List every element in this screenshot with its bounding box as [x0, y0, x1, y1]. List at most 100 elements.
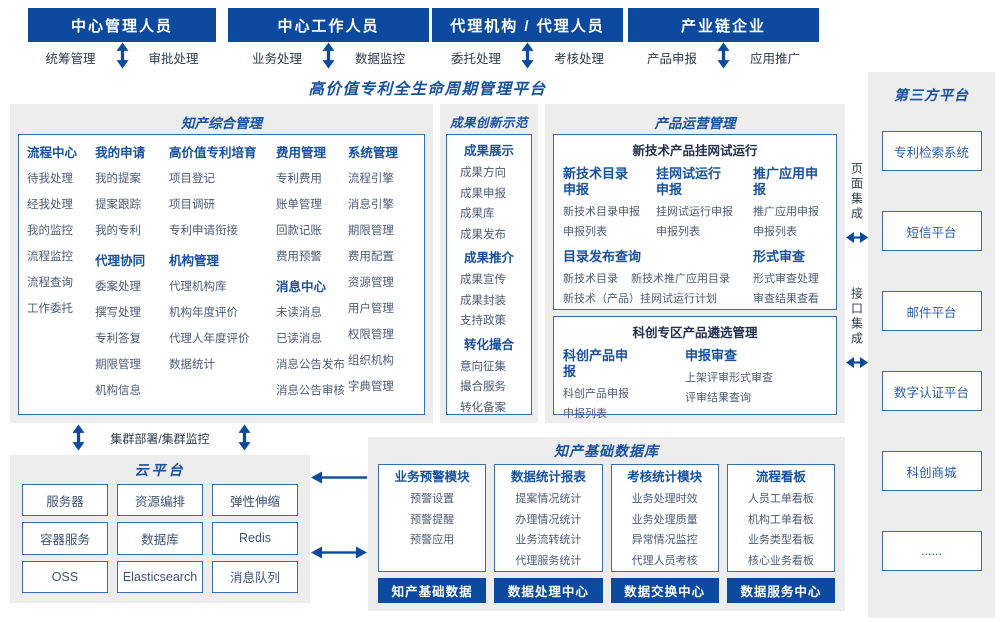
module-group-header: 新技术目录申报	[563, 166, 629, 197]
module-item: 期限管理	[347, 225, 394, 237]
module-item: 异常情况监控	[631, 534, 698, 546]
ip-columns: 流程中心 待我处理经我处理我的监控流程监控流程查询工作委托 我的申请 我的提案提…	[19, 135, 424, 414]
vertical-double-arrow-icon	[238, 424, 251, 451]
role-group: 代理机构 / 代理人员 委托处理 考核处理	[432, 8, 623, 72]
module-group-header: 转化撮合	[463, 337, 514, 352]
database-center-bar: 数据交换中心	[610, 578, 719, 603]
module-group: 消息中心 未读消息已读消息消息公告发布消息公告审核	[276, 274, 348, 404]
role-labels: 委托处理 考核处理	[432, 42, 623, 72]
module-item: 预警应用	[410, 534, 455, 546]
module-item: 成果发布	[460, 228, 506, 241]
trial-grid: 新技术目录申报 新技术目录申报申报列表 挂网试运行申报 挂网试运行申报申报列表 …	[554, 159, 836, 309]
vertical-double-arrow-icon	[521, 42, 534, 68]
module-item: 提案情况统计	[515, 493, 582, 505]
module-item: 项目调研	[168, 199, 215, 211]
module-item: 新技术推广应用目录	[631, 273, 730, 285]
module-group-header: 费用管理	[275, 146, 326, 160]
cloud-service-box: OSS	[22, 560, 108, 593]
module-item: 专利答复	[95, 333, 142, 345]
interface-integration-block: 接口集成	[845, 287, 869, 369]
module-item: 成果封装	[460, 294, 506, 307]
module-item: 我的提案	[95, 173, 142, 185]
cloud-service-box: Elasticsearch	[117, 560, 203, 593]
module-group: 成果推介 成果宣传成果封装支持政策	[447, 247, 531, 332]
module-item: 代理机构库	[168, 281, 227, 293]
cloud-service-box: 服务器	[22, 484, 108, 517]
ip-column: 我的申请 我的提案提案跟踪我的专利 代理协同 委案处理撰写处理专利答复期限管理机…	[95, 140, 169, 409]
module-group-header: 业务预警模块	[394, 470, 470, 484]
module-group-header: 形式审查	[753, 249, 806, 264]
module-item: 推广应用申报	[753, 206, 819, 218]
module-group-header: 科创产品申报	[563, 348, 629, 379]
form-review-group: 形式审查 形式审查处理审查结果查看	[753, 242, 827, 309]
cloud-service-box: 弹性伸缩	[212, 484, 298, 517]
module-item: 办理情况统计	[515, 513, 582, 526]
trial-box-title: 新技术产品挂网试运行	[632, 144, 758, 158]
role-label-right: 考核处理	[554, 51, 605, 66]
module-item: 形式审查处理	[753, 273, 819, 285]
module-group: 推广应用申报 推广应用申报申报列表	[753, 159, 827, 242]
panel-title: 知产基础数据库	[554, 443, 659, 459]
ip-column: 系统管理 流程引擎消息引擎期限管理费用配置资源管理用户管理权限管理组织机构字典管…	[348, 140, 416, 409]
cloud-service-box: 资源编排	[117, 484, 203, 517]
module-item: 账单管理	[275, 199, 322, 211]
module-item: 未读消息	[275, 307, 322, 319]
panel-title: 云平台	[134, 462, 186, 478]
database-center-bar: 数据服务中心	[726, 578, 835, 603]
cluster-label: 集群部署/集群监控	[110, 432, 210, 446]
module-item: 消息公告发布	[275, 359, 345, 371]
module-item: 项目登记	[168, 173, 215, 185]
module-item: 成果申报	[460, 187, 506, 200]
module-group: 新技术目录申报 新技术目录申报申报列表	[563, 159, 656, 242]
module-item: 转化备案	[460, 401, 506, 414]
module-item: 工作委托	[27, 303, 73, 315]
module-item: 业务处理质量	[631, 513, 698, 526]
role-label-left: 委托处理	[450, 51, 501, 66]
module-group: 费用管理 专利费用账单管理回款记账费用预警	[276, 140, 348, 270]
module-group: 成果展示 成果方向成果申报成果库成果发布	[447, 140, 531, 245]
panel-title: 成果创新示范	[449, 116, 528, 130]
module-item: 流程引擎	[347, 173, 394, 185]
module-item: 委案处理	[95, 281, 142, 293]
module-item: 机构工单看板	[747, 513, 814, 526]
module-group: 代理协同 委案处理撰写处理专利答复期限管理机构信息	[95, 248, 169, 404]
panel-third-party-platform: 第三方平台 专利检索系统短信平台邮件平台数字认证平台科创商城......	[868, 72, 995, 618]
role-label-right: 审批处理	[148, 51, 199, 66]
module-item: 申报列表	[563, 226, 607, 238]
database-module-box: 考核统计模块 业务处理时效业务处理质量异常情况监控代理人员考核	[610, 464, 719, 572]
panel-product-operation: 产品运营管理 新技术产品挂网试运行 新技术目录申报 新技术目录申报申报列表 挂网…	[545, 104, 845, 423]
module-item: 费用配置	[347, 251, 394, 263]
module-group-header: 成果展示	[463, 144, 514, 158]
module-item: 申报列表	[563, 408, 607, 420]
module-item: 评审结果查询	[685, 392, 751, 404]
module-item: 代理人年度评价	[168, 333, 250, 345]
panel-ip-comprehensive-management: 知产综合管理 流程中心 待我处理经我处理我的监控流程监控流程查询工作委托 我的申…	[10, 104, 433, 423]
vertical-double-arrow-icon	[717, 42, 730, 68]
ip-column: 流程中心 待我处理经我处理我的监控流程监控流程查询工作委托	[27, 140, 95, 409]
module-group: 流程中心 待我处理经我处理我的监控流程监控流程查询工作委托	[27, 140, 95, 322]
module-item: 成果库	[460, 208, 495, 220]
module-item: 新技术目录申报	[563, 206, 640, 218]
third-party-box: 短信平台	[881, 211, 982, 251]
panel-ip-base-database: 知产基础数据库 业务预警模块 预警设置预警提醒预警应用 知产基础数据 数据统计报…	[368, 437, 845, 611]
module-item: 科创产品申报	[563, 388, 629, 400]
page-integration-block: 页面集成	[845, 162, 869, 244]
module-group-header: 数据统计报表	[510, 470, 586, 484]
ip-column: 费用管理 专利费用账单管理回款记账费用预警 消息中心 未读消息已读消息消息公告发…	[276, 140, 348, 409]
module-item: 人员工单看板	[747, 493, 814, 505]
module-item: 核心业务看板	[747, 554, 814, 567]
third-party-box: ......	[881, 531, 982, 571]
module-item: 资源管理	[347, 277, 394, 289]
selection-box-title: 科创专区产品遴选管理	[632, 326, 758, 340]
module-group-header: 流程看板	[755, 470, 806, 484]
catalog-query-group: 目录发布查询 新技术目录新技术推广应用目录新技术（产品）挂网试运行计划	[563, 242, 753, 309]
module-item: 申报列表	[656, 226, 700, 238]
module-group-header: 挂网试运行申报	[656, 166, 722, 197]
third-party-box: 专利检索系统	[881, 131, 982, 171]
role-title-bar: 中心管理人员	[28, 8, 216, 42]
module-item: 业务流转统计	[515, 534, 582, 546]
module-item: 回款记账	[275, 225, 322, 237]
role-group: 中心工作人员 业务处理 数据监控	[228, 8, 429, 72]
selection-grid: 科创产品申报 科创产品申报申报列表 申报审查 上架评审形式审查评审结果查询	[554, 341, 836, 424]
panel-title: 第三方平台	[894, 87, 969, 103]
